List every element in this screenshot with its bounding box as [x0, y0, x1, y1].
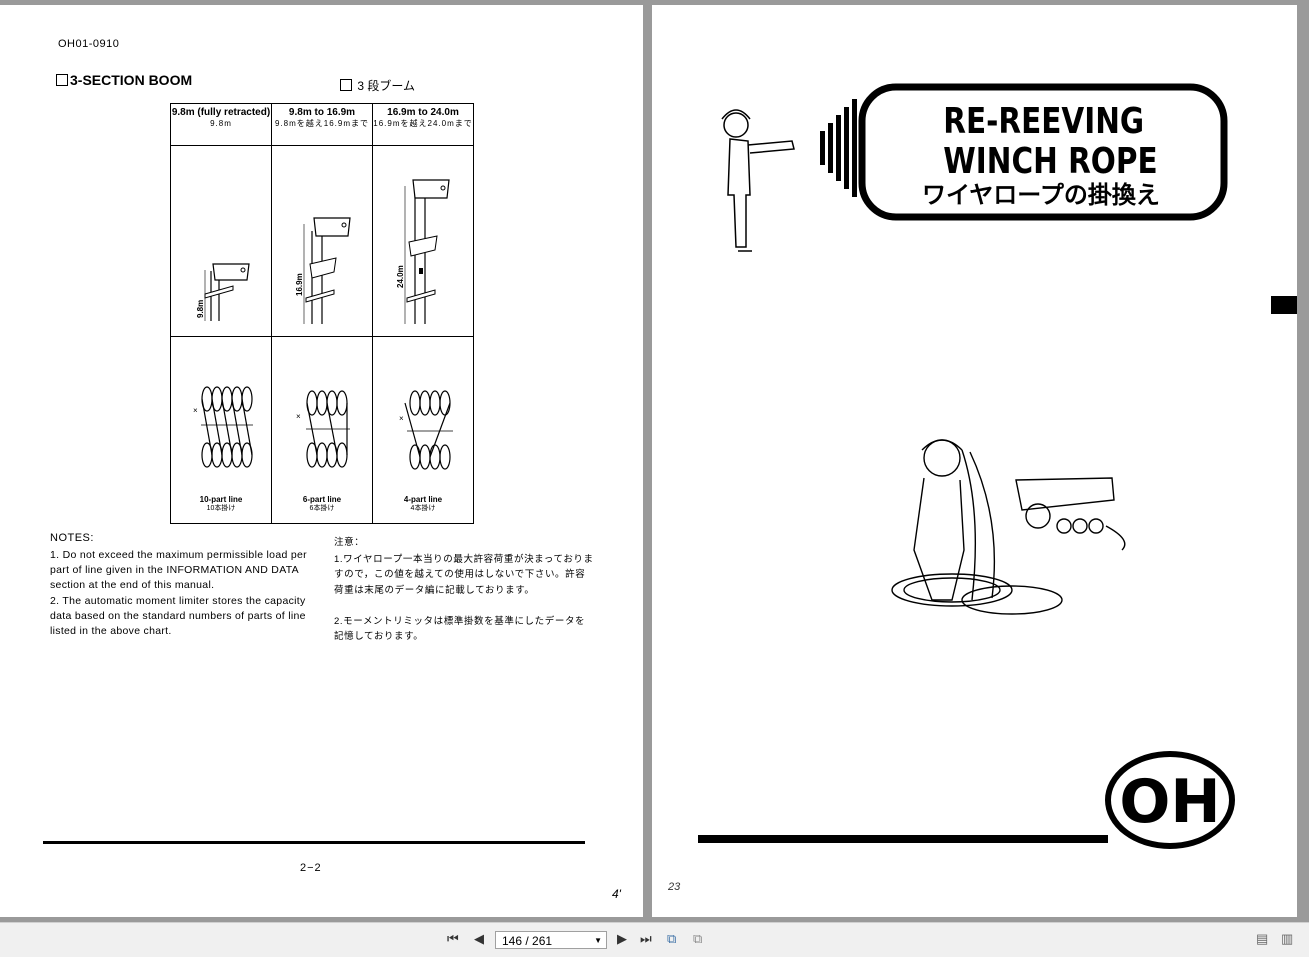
section-title: 3-SECTION BOOM	[56, 72, 192, 88]
last-page-icon[interactable]: ⏭	[640, 931, 652, 946]
worker-with-rope-crane-illustration	[891, 439, 1126, 615]
first-page-icon[interactable]: ⏮	[447, 931, 459, 946]
pdf-viewer-toolbar: ⏮ ◀ 146 / 261▼ ▶ ⏭ ⧉ ⧉ ▤ ▥	[0, 922, 1309, 957]
two-column-layout-icon[interactable]: ▥	[1281, 931, 1294, 946]
single-page-view-icon[interactable]: ⧉	[693, 931, 703, 946]
boom-extended-illustration: 24.0m	[396, 179, 450, 324]
note-item: 1. Do not exceed the maximum permissible…	[50, 549, 307, 591]
note-item-jp: 2.モーメントリミッタは標準掛数を基準にしたデータを記憶しております。	[334, 616, 586, 643]
boom-retracted-illustration: 9.8m	[196, 263, 250, 321]
notes-heading-jp: 注意：	[334, 537, 365, 548]
header-cell: 9.8m (fully retracted)9.8m	[170, 103, 272, 146]
next-page-icon[interactable]: ▶	[617, 931, 627, 946]
reeving-10-part-illustration: ×	[193, 386, 253, 468]
document-code: OH01-0910	[58, 38, 120, 50]
footer-rule	[43, 841, 585, 844]
boom-mid-illustration: 16.9m	[295, 217, 351, 324]
handwritten-mark: 23	[668, 881, 681, 893]
boom-length-label: 16.9m	[295, 273, 304, 296]
page-number-input[interactable]: 146 / 261▼	[495, 931, 607, 949]
note-item: 2. The automatic moment limiter stores t…	[50, 595, 306, 637]
right-page: RE-REEVING WINCH ROPE ワイヤロープの掛換え OH 23	[652, 5, 1297, 917]
oh-badge: OH	[1105, 751, 1235, 849]
page-number: 2−2	[300, 862, 322, 874]
handwritten-mark: 4'	[612, 887, 621, 901]
title-jp: ワイヤロープの掛換え	[922, 181, 1160, 209]
reeving-4-part-illustration: ×	[399, 390, 453, 470]
two-page-view-icon[interactable]: ⧉	[667, 931, 677, 946]
checkbox-icon	[56, 74, 68, 86]
left-page: OH01-0910 3-SECTION BOOM 3 段ブーム 9.8m (fu…	[0, 5, 643, 917]
badge-text: OH	[1119, 767, 1220, 837]
page-layout-icon[interactable]: ▤	[1256, 931, 1269, 946]
checkbox-icon	[340, 79, 352, 91]
note-item-jp: 1.ワイヤロープ一本当りの最大許容荷重が決まっておりますので，この値を越えての使…	[334, 554, 594, 596]
footer-rule	[698, 835, 1108, 843]
boom-diagram-cell: 9.8m	[170, 145, 272, 337]
dead-end-mark: ×	[399, 414, 404, 423]
boom-diagram-cell: 16.9m	[271, 145, 373, 337]
chevron-down-icon[interactable]: ▼	[594, 936, 602, 945]
boom-length-label: 9.8m	[196, 300, 205, 318]
title-banner-illustration: RE-REEVING WINCH ROPE ワイヤロープの掛換え	[721, 83, 1228, 252]
title-line1: RE-REEVING	[943, 99, 1144, 142]
dead-end-mark: ×	[193, 406, 198, 415]
section-title-jp: 3 段ブーム	[340, 77, 415, 94]
dead-end-mark: ×	[296, 412, 301, 421]
reeving-6-part-illustration: ×	[296, 390, 350, 468]
pointing-worker-icon	[721, 109, 795, 252]
page-edge-tab	[1271, 296, 1297, 314]
notes-heading: NOTES:	[50, 532, 94, 544]
title-line2: WINCH ROPE	[943, 139, 1157, 182]
boom-length-label: 24.0m	[396, 265, 405, 288]
prev-page-icon[interactable]: ◀	[474, 931, 484, 946]
boom-diagram-cell: 24.0m	[372, 145, 474, 337]
boom-reeving-table: 9.8m (fully retracted)9.8m 9.8m to 16.9m…	[170, 103, 474, 524]
